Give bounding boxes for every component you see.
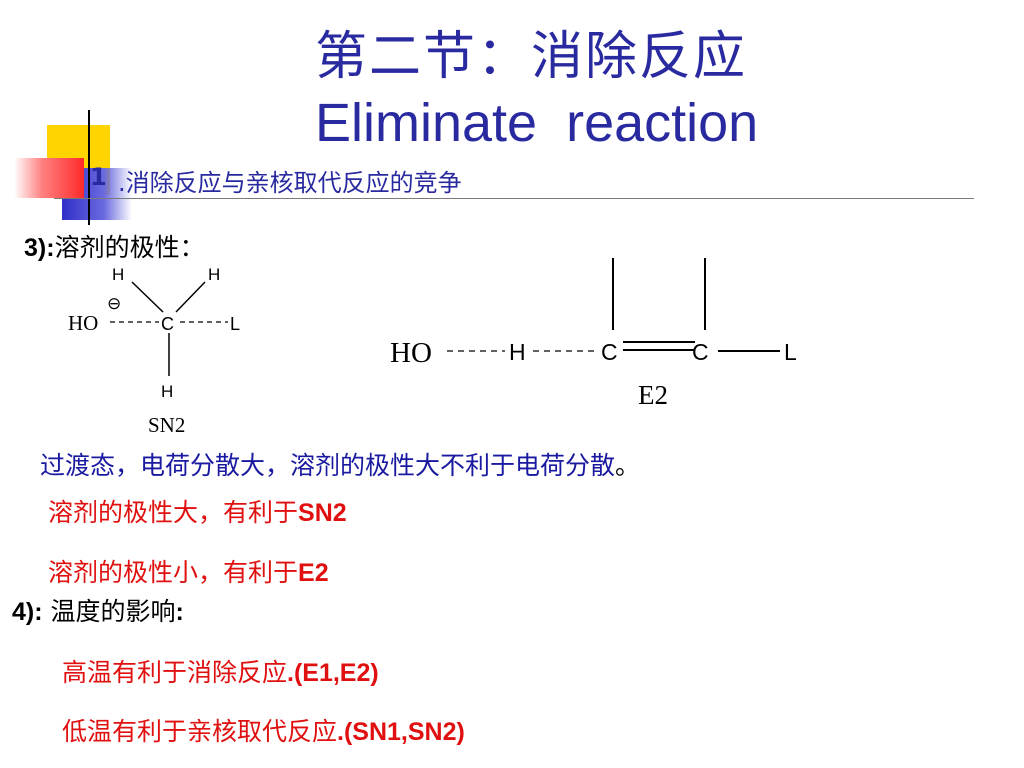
high-temp-note: 高温有利于消除反应.(E1,E2) bbox=[62, 653, 379, 689]
transition-state-period: 。 bbox=[615, 451, 641, 480]
deco-horizontal-line bbox=[54, 198, 974, 199]
sn2-ho: HO bbox=[68, 311, 98, 335]
sn2-h-top-right: H bbox=[208, 265, 220, 284]
polar-small-text: 溶剂的极性小，有利于 bbox=[48, 558, 299, 587]
subtitle: .消除反应与亲核取代反应的竞争 bbox=[118, 169, 462, 197]
section-3-heading: 3):溶剂的极性： bbox=[24, 228, 205, 264]
high-temp-text: 高温有利于消除反应 bbox=[62, 658, 288, 687]
subtitle-number: 1 bbox=[90, 163, 107, 191]
low-temp-text: 低温有利于亲核取代反应 bbox=[62, 717, 338, 746]
polar-big-result: SN2 bbox=[298, 499, 347, 527]
section-3-text: 溶剂的极性： bbox=[54, 233, 205, 262]
deco-red-square bbox=[14, 158, 84, 198]
polar-big-text: 溶剂的极性大，有利于 bbox=[48, 498, 299, 527]
polar-small-result: E2 bbox=[298, 559, 329, 587]
polar-big-note: 溶剂的极性大，有利于SN2 bbox=[48, 493, 347, 529]
e2-diagram: HO H C C L E2 bbox=[390, 258, 797, 410]
low-temp-result: .(SN1,SN2) bbox=[337, 718, 465, 746]
polar-small-note: 溶剂的极性小，有利于E2 bbox=[48, 553, 329, 589]
section-3-number: 3): bbox=[24, 234, 55, 262]
transition-state-note: 过渡态，电荷分散大，溶剂的极性大不利于电荷分散。 bbox=[40, 446, 640, 482]
deco-vertical-line bbox=[88, 110, 90, 225]
e2-l: L bbox=[784, 339, 797, 365]
transition-state-text: 过渡态，电荷分散大，溶剂的极性大不利于电荷分散 bbox=[40, 451, 616, 480]
slide-title-english: Eliminate reaction bbox=[315, 93, 759, 153]
sn2-h-top-left: H bbox=[112, 265, 124, 284]
section-4-colon: : bbox=[175, 598, 184, 626]
e2-c1: C bbox=[601, 339, 618, 365]
section-4-number: 4): bbox=[12, 598, 43, 626]
high-temp-result: .(E1,E2) bbox=[287, 659, 379, 687]
sn2-l: L bbox=[230, 314, 240, 334]
sn2-h-bottom: H bbox=[161, 382, 173, 401]
section-4-text: 温度的影响 bbox=[42, 597, 176, 626]
e2-caption: E2 bbox=[638, 380, 668, 410]
sn2-caption: SN2 bbox=[148, 413, 185, 437]
low-temp-note: 低温有利于亲核取代反应.(SN1,SN2) bbox=[62, 712, 465, 748]
sn2-diagram: H H ⊖ HO C L H SN2 bbox=[68, 265, 240, 437]
section-4-heading: 4): 温度的影响: bbox=[12, 592, 184, 628]
e2-h: H bbox=[509, 339, 526, 365]
e2-c2: C bbox=[692, 339, 709, 365]
slide-title-chinese: 第二节：消除反应 bbox=[315, 27, 748, 87]
e2-ho: HO bbox=[390, 337, 432, 369]
sn2-c: C bbox=[161, 314, 174, 334]
sn2-charge: ⊖ bbox=[107, 294, 121, 313]
